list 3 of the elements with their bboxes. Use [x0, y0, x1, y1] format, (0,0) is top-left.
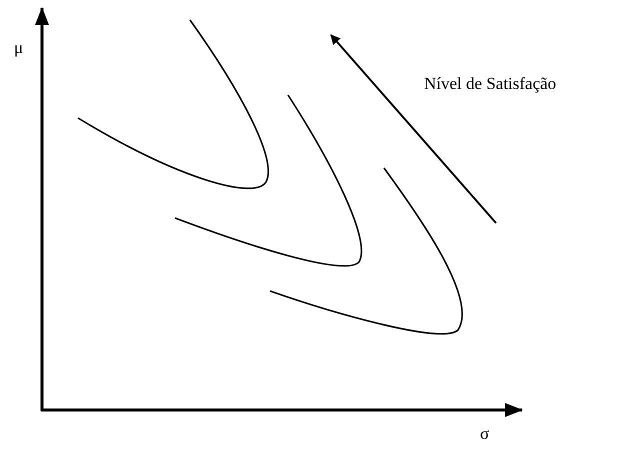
axis-label: σ — [480, 424, 490, 444]
axis-label: μ — [14, 38, 24, 58]
annotation-label: Nível de Satisfação — [424, 74, 556, 94]
